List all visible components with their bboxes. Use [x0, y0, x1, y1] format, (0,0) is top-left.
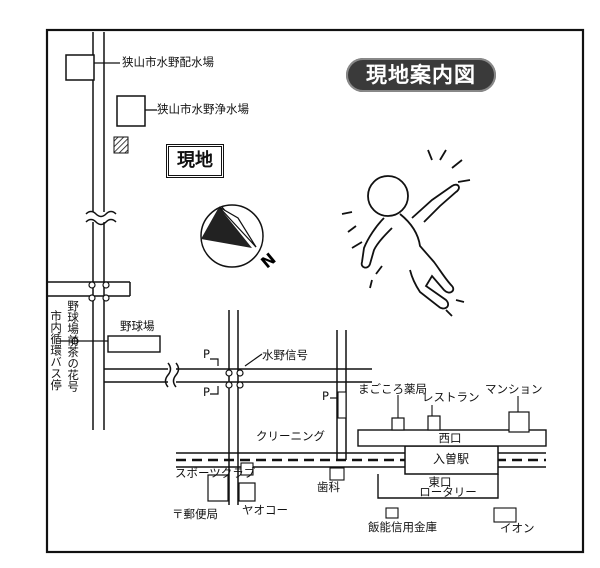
- west-exit-area: [357, 429, 547, 447]
- water-purification-box: [116, 95, 146, 127]
- middle-road: [104, 362, 372, 388]
- parking-label-2: P: [203, 385, 210, 399]
- pointing-figure-icon: [341, 149, 471, 317]
- yaoko-box: [238, 482, 256, 502]
- restaurant-box: [427, 415, 441, 431]
- parking-markers: [210, 358, 337, 399]
- east-exit-label: 東口: [428, 475, 452, 489]
- pharmacy-label: まごころ薬局: [358, 382, 427, 396]
- signal-dots: [225, 369, 244, 389]
- water-purification-label: 狭山市水野浄水場: [157, 102, 249, 116]
- water-distribution-label: 狭山市水野配水場: [122, 55, 214, 69]
- station-name-label: 入曽駅: [432, 452, 469, 466]
- cleaning-box: [337, 391, 347, 419]
- restaurant-label: レストラン: [422, 390, 480, 404]
- mansion-label: マンション: [485, 382, 543, 396]
- water-distribution-box: [65, 54, 95, 81]
- cleaning-label: クリーニング: [256, 429, 325, 443]
- station-building: [404, 445, 499, 475]
- bus-stop-label-line2: 市内循環バス停: [49, 310, 64, 391]
- pharmacy-box: [391, 417, 405, 431]
- mizuno-signal-label: 水野信号: [262, 348, 308, 362]
- sports-club-label: スポーツクラブ: [175, 466, 256, 480]
- mansion-box: [508, 411, 530, 433]
- main-road: [85, 32, 117, 430]
- parking-label-1: P: [203, 347, 210, 361]
- intersection-dots: [71, 281, 110, 345]
- site-marker: [113, 136, 129, 154]
- post-office-label: 〒郵便局: [172, 507, 218, 521]
- aeon-box: [493, 507, 517, 523]
- north-label: N: [257, 249, 279, 272]
- rotary-label: ロータリー: [419, 485, 477, 499]
- dental-label: 歯科: [317, 480, 340, 494]
- bus-stop-label-line1: 野球場前茶の花号: [66, 300, 81, 392]
- dental-box: [329, 467, 345, 481]
- parking-label-3: P: [322, 389, 329, 403]
- baseball-field-label: 野球場: [120, 319, 155, 333]
- sports-club-box: [240, 462, 254, 476]
- post-office-box: [207, 474, 229, 502]
- aeon-label: イオン: [500, 521, 535, 535]
- cross-roads: [48, 281, 131, 297]
- shinkin-label: 飯能信用金庫: [368, 520, 437, 534]
- west-exit-label: 西口: [438, 431, 462, 445]
- shinkin-box: [385, 507, 399, 519]
- baseball-field-box: [107, 335, 161, 353]
- rotary-area: [377, 474, 499, 499]
- compass-icon: [200, 204, 264, 268]
- map-title: 現地案内図: [346, 58, 496, 92]
- site-label: 現地: [166, 144, 224, 178]
- map-frame: [45, 28, 585, 554]
- yaoko-label: ヤオコー: [242, 503, 288, 517]
